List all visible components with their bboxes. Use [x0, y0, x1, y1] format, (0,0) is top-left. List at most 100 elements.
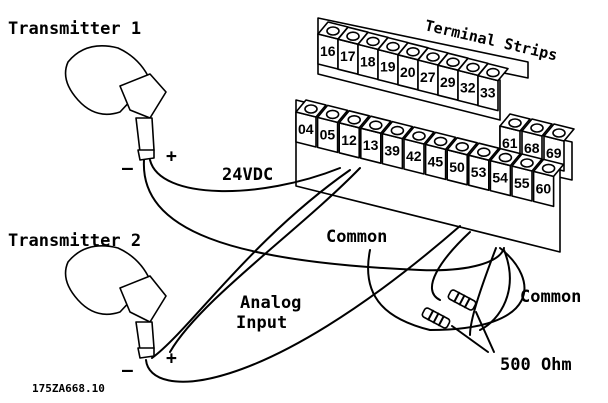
- terminal-05: 05: [316, 104, 349, 154]
- terminal-number: 05: [320, 126, 336, 142]
- screw-icon: [386, 41, 400, 52]
- terminal-number: 18: [360, 53, 376, 69]
- screw-icon: [326, 26, 340, 36]
- wire-analog-input-2: [169, 167, 361, 353]
- terminal-29: 29: [437, 52, 469, 101]
- terminal-04: 04: [295, 99, 327, 148]
- lower-terminal-strip: 04 05 12 13 39 42 45 50 53 54 55 60: [295, 99, 565, 253]
- screw-icon: [486, 67, 500, 78]
- terminal-number: 12: [341, 132, 357, 148]
- terminal-number: 50: [449, 159, 465, 175]
- terminal-number: 54: [492, 170, 508, 186]
- wire-common-right: [367, 247, 526, 331]
- terminal-number: 39: [384, 143, 400, 159]
- terminal-number: 32: [460, 79, 476, 95]
- terminal-33: 33: [477, 62, 509, 112]
- transmitter-2-label: Transmitter 2: [8, 231, 141, 251]
- transmitter-1: [64, 45, 167, 161]
- terminal-60: 60: [532, 158, 565, 208]
- wire-24vdc: [149, 159, 341, 192]
- common-right-label: Common: [520, 287, 581, 307]
- screw-icon: [433, 136, 448, 147]
- terminal-13: 13: [360, 115, 392, 164]
- terminal-17: 17: [337, 26, 369, 75]
- terminal-number: 19: [380, 59, 396, 75]
- transmitter-1-minus: –: [122, 158, 133, 179]
- terminal-16: 16: [317, 21, 349, 70]
- screw-icon: [406, 46, 420, 57]
- transmitter-2: [64, 245, 167, 359]
- screw-icon: [541, 163, 556, 174]
- terminal-69: 69: [543, 123, 575, 172]
- screw-icon: [446, 57, 460, 68]
- drawing-number: 175ZA668.10: [32, 382, 105, 395]
- screw-icon: [304, 104, 318, 114]
- terminal-39: 39: [381, 120, 414, 170]
- lower-terminal-blocks: 04 05 12 13 39 42 45 50 53 54 55 60: [295, 99, 565, 208]
- screw-icon: [530, 123, 544, 133]
- resistor-1: [447, 289, 477, 311]
- screw-icon: [508, 118, 522, 128]
- wire-transmitter1-common: [142, 159, 505, 272]
- screw-icon: [476, 147, 491, 157]
- screw-icon: [426, 52, 440, 62]
- wire-transmitter2-supply: [151, 169, 351, 359]
- terminal-50: 50: [446, 137, 478, 186]
- terminal-number: 17: [340, 48, 356, 64]
- transmitter-1-label: Transmitter 1: [8, 19, 141, 39]
- screw-icon: [325, 109, 340, 120]
- screw-icon: [466, 62, 480, 73]
- terminal-number: 61: [502, 135, 518, 151]
- terminal-number: 16: [320, 43, 336, 59]
- screw-icon: [390, 125, 405, 136]
- terminal-12: 12: [338, 110, 370, 159]
- transmitter-2-plus: +: [166, 348, 177, 369]
- resistor-2: [421, 307, 451, 329]
- screw-icon: [346, 31, 360, 42]
- screw-icon: [455, 142, 470, 152]
- transmitter-2-minus: –: [122, 360, 133, 381]
- wire-resistor-c: [479, 249, 511, 331]
- common-left-label: Common: [326, 227, 387, 247]
- screw-icon: [520, 158, 534, 168]
- wire-resistor-a: [430, 231, 471, 301]
- terminal-number: 45: [428, 153, 444, 169]
- terminal-number: 53: [471, 164, 487, 180]
- terminal-45: 45: [424, 131, 457, 181]
- wire-analog-input-1: [145, 225, 461, 383]
- screw-icon: [366, 36, 380, 47]
- terminal-number: 60: [536, 180, 552, 196]
- terminal-54: 54: [489, 147, 522, 197]
- terminal-32: 32: [457, 57, 489, 107]
- screw-icon: [347, 115, 362, 125]
- screw-icon: [412, 131, 426, 141]
- terminal-number: 69: [546, 145, 562, 161]
- terminal-53: 53: [468, 142, 500, 191]
- resistors: [421, 289, 495, 353]
- resistor-label: 500 Ohm: [500, 355, 572, 375]
- wire-resistor-b: [469, 247, 497, 336]
- terminal-55: 55: [511, 153, 543, 202]
- terminal-number: 68: [524, 140, 540, 156]
- screw-icon: [368, 120, 383, 130]
- supply-label: 24VDC: [222, 165, 273, 185]
- terminal-number: 55: [514, 175, 530, 191]
- terminal-number: 33: [480, 85, 496, 101]
- terminal-number: 42: [406, 148, 422, 164]
- terminal-number: 29: [440, 74, 456, 90]
- terminal-number: 27: [420, 69, 436, 85]
- transmitter-1-plus: +: [166, 146, 177, 167]
- terminal-number: 04: [298, 121, 314, 137]
- resistor-callout: [451, 311, 495, 353]
- analog-input-label-line1: Analog: [240, 293, 301, 313]
- terminal-number: 20: [400, 64, 416, 80]
- screw-icon: [552, 128, 566, 138]
- terminal-20: 20: [397, 42, 429, 91]
- screw-icon: [498, 152, 513, 163]
- terminal-number: 13: [363, 137, 379, 153]
- wiring: [142, 159, 526, 383]
- terminal-42: 42: [403, 126, 435, 175]
